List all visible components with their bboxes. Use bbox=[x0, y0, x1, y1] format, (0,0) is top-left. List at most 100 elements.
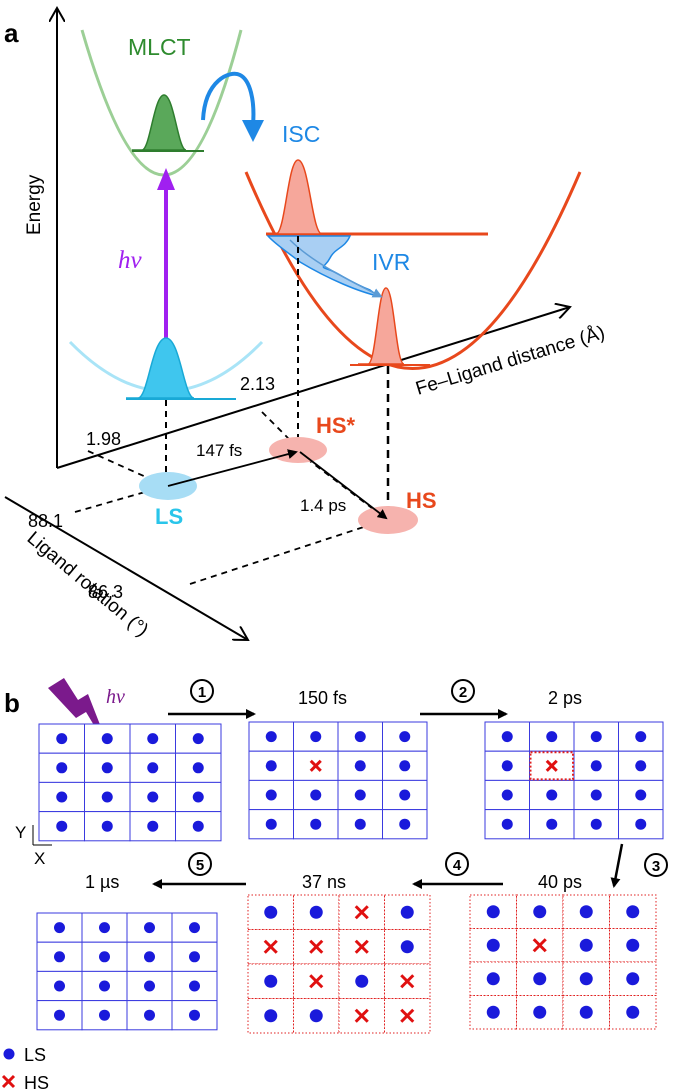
ls-wavepacket bbox=[126, 337, 195, 399]
ivr-label: IVR bbox=[372, 249, 410, 275]
step-3-badge: 3 bbox=[644, 853, 668, 877]
ls-site bbox=[486, 1005, 500, 1019]
mlct-label: MLCT bbox=[128, 34, 191, 60]
ls-site bbox=[189, 922, 200, 934]
ls-site bbox=[486, 972, 500, 986]
ls-site bbox=[590, 731, 602, 743]
ls-to-hs-star-arrow bbox=[167, 449, 298, 487]
hs-site bbox=[354, 905, 369, 920]
ls-site bbox=[399, 760, 411, 772]
ls-site bbox=[54, 980, 65, 992]
hs-star-label: HS* bbox=[316, 413, 356, 438]
ls-site bbox=[99, 922, 110, 934]
proj-863 bbox=[189, 519, 386, 585]
ls-site bbox=[635, 789, 647, 801]
photon-label-b: hν bbox=[106, 686, 125, 708]
tick-198: 1.98 bbox=[86, 429, 121, 449]
ls-site bbox=[54, 922, 65, 934]
hs-star-wavepacket bbox=[266, 159, 323, 235]
photon-bolt-icon bbox=[48, 678, 113, 757]
ls-site bbox=[501, 760, 513, 772]
ls-site bbox=[101, 820, 113, 832]
ls-site bbox=[265, 789, 277, 801]
proj-213 bbox=[261, 411, 299, 449]
ls-site bbox=[101, 733, 113, 745]
step-5-number: 5 bbox=[196, 857, 204, 874]
mlct-wavepacket bbox=[132, 94, 187, 151]
ls-site bbox=[309, 905, 323, 919]
highlighted-hs-cell bbox=[529, 751, 574, 781]
ls-site bbox=[626, 972, 640, 986]
ls-site bbox=[546, 789, 558, 801]
step-1-number: 1 bbox=[198, 684, 206, 701]
x-indicator-label: X bbox=[34, 849, 45, 868]
hs-site bbox=[400, 974, 415, 989]
legend-ls-label: LS bbox=[24, 1045, 46, 1065]
lattice-cell bbox=[609, 894, 657, 929]
panel-b-label: b bbox=[4, 688, 20, 718]
ls-site bbox=[147, 733, 159, 745]
ls-site bbox=[399, 818, 411, 830]
ls-site bbox=[310, 818, 322, 830]
lattice-grid-4 bbox=[469, 894, 657, 1030]
lattice-grid-3 bbox=[484, 721, 664, 840]
ls-site bbox=[355, 974, 369, 988]
ls-site bbox=[635, 731, 647, 743]
hs-ellipse bbox=[358, 506, 418, 534]
ls-site bbox=[189, 951, 200, 963]
time-label-2ps: 2 ps bbox=[548, 688, 582, 708]
isc-arrow bbox=[201, 71, 256, 126]
hs-site bbox=[309, 974, 324, 989]
rotation-axis bbox=[4, 496, 248, 640]
step-2-badge: 2 bbox=[451, 679, 475, 703]
ls-site bbox=[310, 731, 322, 743]
ls-site bbox=[626, 905, 640, 919]
hs-potential-curve bbox=[244, 171, 582, 370]
ls-site bbox=[590, 818, 602, 830]
hs-star-to-hs-arrow bbox=[299, 451, 388, 520]
ls-site bbox=[309, 1009, 323, 1023]
lattice-grids bbox=[36, 721, 664, 1034]
ls-site bbox=[399, 731, 411, 743]
hs-wavepacket bbox=[358, 287, 405, 365]
step-4-number: 4 bbox=[453, 857, 462, 874]
ls-site bbox=[189, 980, 200, 992]
ls-site bbox=[579, 972, 593, 986]
ls-site bbox=[99, 951, 110, 963]
ls-site bbox=[192, 733, 204, 745]
ls-site bbox=[399, 789, 411, 801]
ls-site bbox=[579, 905, 593, 919]
ls-site bbox=[144, 922, 155, 934]
ls-site bbox=[192, 762, 204, 774]
ls-site bbox=[147, 820, 159, 832]
ls-site bbox=[533, 972, 547, 986]
hs-label: HS bbox=[406, 488, 437, 513]
tick-863: 86.3 bbox=[88, 582, 123, 602]
step-3-number: 3 bbox=[652, 858, 660, 875]
ls-site bbox=[99, 1009, 110, 1021]
ls-site bbox=[144, 951, 155, 963]
hs-site bbox=[309, 759, 322, 772]
ls-site bbox=[354, 789, 366, 801]
hs-site bbox=[354, 1008, 369, 1023]
ls-site bbox=[101, 791, 113, 803]
lattice-grid-5 bbox=[247, 894, 431, 1034]
ls-site bbox=[501, 789, 513, 801]
time-label-1us: 1 µs bbox=[85, 872, 119, 892]
ls-site bbox=[533, 905, 547, 919]
hs-site bbox=[263, 939, 278, 954]
tick-213: 2.13 bbox=[240, 374, 275, 394]
ls-site bbox=[310, 789, 322, 801]
lattice-grid-2 bbox=[248, 721, 428, 840]
hs-star-ellipse bbox=[269, 437, 327, 463]
ls-site bbox=[54, 1009, 65, 1021]
ls-site bbox=[533, 1005, 547, 1019]
isc-arrowhead bbox=[242, 120, 264, 142]
ls-site bbox=[400, 940, 414, 954]
isc-label: ISC bbox=[282, 121, 320, 147]
ls-site bbox=[400, 905, 414, 919]
energy-axis-label: Energy bbox=[24, 174, 45, 235]
ls-label: LS bbox=[155, 504, 183, 529]
ls-site bbox=[354, 760, 366, 772]
